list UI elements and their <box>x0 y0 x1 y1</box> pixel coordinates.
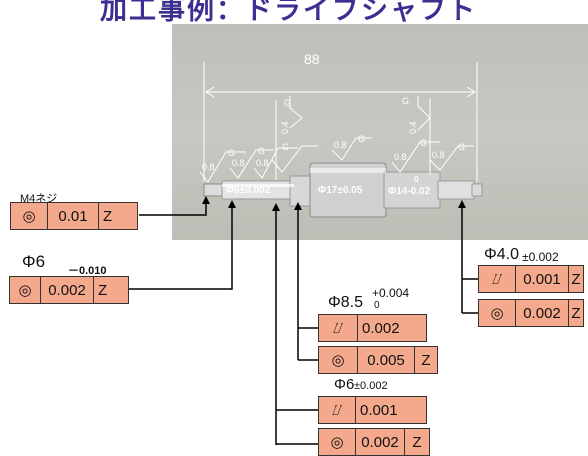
phi6-left-label: Φ6 <box>22 252 46 271</box>
tolerance-value: 0.002 <box>356 429 405 455</box>
phi85-concentricity-frame: ◎ 0.005 Z <box>318 346 438 374</box>
concentricity-icon: ◎ <box>319 347 358 373</box>
roughness-value: 0.8 <box>432 150 445 160</box>
concentricity-icon: ◎ <box>11 203 48 229</box>
datum-ref: Z <box>571 270 581 288</box>
roughness-letter: G <box>402 96 409 106</box>
shaft <box>203 162 483 218</box>
datum-ref: Z <box>412 433 422 451</box>
phi85-label: Φ8.5 <box>328 294 364 311</box>
length-dim-text: 88 <box>304 51 320 67</box>
leader-lines <box>127 200 478 445</box>
concentricity-icon: ◎ <box>479 300 516 326</box>
dia-label: Φ14-0.02 <box>388 186 431 197</box>
concentricity-icon: ◎ <box>319 429 356 455</box>
roughness-letter: G <box>420 138 427 148</box>
roughness-letter: G <box>458 142 465 152</box>
tolerance-value: 0.01 <box>48 203 99 229</box>
roughness-value: 0.4 <box>280 121 290 134</box>
extension-lines <box>275 98 431 180</box>
roughness-value: 0.8 <box>394 152 407 162</box>
phi40-tolerance: ±0.002 <box>522 250 559 264</box>
roughness-value: 0.8 <box>232 158 245 168</box>
roughness-value: 0.8 <box>202 162 215 172</box>
tolerance-value: 0.002 <box>516 300 569 326</box>
runout-icon: ⌰ <box>479 266 516 292</box>
phi40-label: Φ4.0 <box>484 246 520 263</box>
dia-label: Φ17±0.05 <box>318 185 363 196</box>
roughness-letter: G <box>282 142 289 152</box>
dia-label: Φ6±0.002 <box>226 185 271 196</box>
phi40-concentricity-frame: ◎ 0.002 Z <box>478 299 584 327</box>
length-dimension <box>203 62 478 182</box>
phi6-left-tolerance: －0.010 <box>68 265 107 277</box>
phi6-left-concentricity-frame: ◎ 0.002 Z <box>9 276 129 304</box>
phi85-upper-tolerance: +0.004 <box>372 286 410 300</box>
phi85-lower-tolerance: 0 <box>374 300 380 311</box>
diameter-labels: Φ6±0.002 Φ17±0.05 Φ14-0.02 0 <box>226 175 431 197</box>
roughness-symbols <box>199 96 474 183</box>
datum-ref: Z <box>103 207 113 225</box>
roughness-value: 0.4 <box>408 121 418 134</box>
concentricity-icon: ◎ <box>10 277 41 303</box>
roughness-letter: G <box>284 98 291 108</box>
phi85-runout-frame: ⌰ 0.002 <box>318 314 427 342</box>
dia-label: 0 <box>414 175 419 184</box>
tolerance-value: 0.001 <box>516 266 569 292</box>
datum-ref: Z <box>571 304 581 322</box>
roughness-letter: G <box>358 134 365 144</box>
phi6-mid-concentricity-frame: ◎ 0.002 Z <box>318 428 430 456</box>
roughness-letter: G <box>228 148 235 158</box>
phi40-runout-frame: ⌰ 0.001 Z <box>478 265 584 293</box>
roughness-value: 0.8 <box>334 140 347 150</box>
leader-arrows <box>202 196 466 211</box>
phi6-mid-runout-frame: ⌰ 0.001 <box>318 396 427 424</box>
phi6-mid-tolerance: ±0.002 <box>354 380 388 392</box>
roughness-letter: G <box>258 146 265 156</box>
m4-concentricity-frame: ◎ 0.01 Z <box>10 202 138 230</box>
tolerance-value: 0.001 <box>360 401 398 419</box>
tolerance-value: 0.002 <box>41 277 94 303</box>
tolerance-value: 0.005 <box>358 347 415 373</box>
runout-icon: ⌰ <box>319 315 358 341</box>
tolerance-value: 0.002 <box>362 319 400 337</box>
phi6-mid-label: Φ6 <box>334 376 355 393</box>
roughness-value: 0.8 <box>256 158 269 168</box>
datum-ref: Z <box>421 351 431 369</box>
datum-ref: Z <box>98 281 108 299</box>
runout-icon: ⌰ <box>319 397 356 423</box>
roughness-values: 0.8 0.8 0.8 0.4 0.8 0.8 0.8 0.4 G G G G … <box>202 96 465 172</box>
